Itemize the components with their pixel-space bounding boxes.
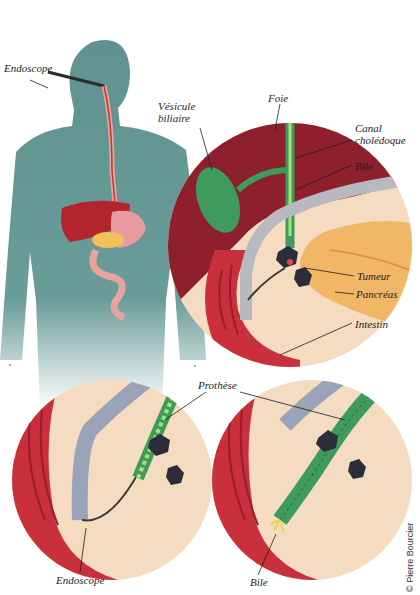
leader-lines bbox=[30, 80, 354, 575]
esophagus bbox=[104, 86, 116, 215]
endoscope-inside bbox=[104, 86, 116, 215]
part-label: Tumeur bbox=[357, 270, 413, 282]
part-label: Bile bbox=[355, 160, 395, 172]
part-label: Vésicule biliaire bbox=[158, 100, 208, 124]
part-label: Foie bbox=[268, 92, 308, 104]
part-label: Endoscope bbox=[56, 574, 126, 586]
credit-text: © Pierre Bourcier bbox=[404, 523, 416, 592]
inset-anatomy bbox=[160, 115, 420, 380]
small-pancreas bbox=[92, 232, 124, 248]
inset-stent-placement bbox=[10, 378, 215, 583]
part-label: Bile bbox=[250, 576, 290, 588]
inset-stent-open bbox=[210, 378, 415, 583]
endoscope-tube bbox=[48, 72, 104, 86]
part-label: Endoscope bbox=[4, 62, 74, 74]
part-label: Prothèse bbox=[198, 379, 258, 391]
part-label: Pancréas bbox=[356, 288, 416, 300]
part-label: Canal cholédoque bbox=[355, 122, 415, 146]
part-label: Intestin bbox=[355, 318, 415, 330]
small-intestine bbox=[93, 250, 124, 318]
